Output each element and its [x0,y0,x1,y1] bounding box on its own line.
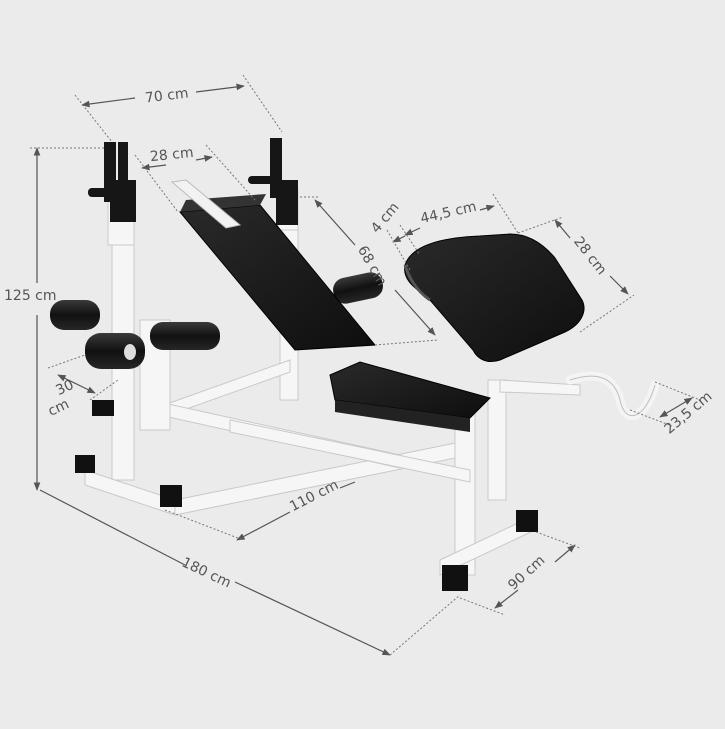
curl-bar [565,371,660,421]
leg-rollers [50,272,383,369]
seat-pad [329,361,491,419]
dimension-lines [33,83,693,656]
steel-frame [84,189,581,576]
dim-total-height: 125 cm [4,288,57,304]
extension-lines [30,74,701,656]
arm-curl-pad [403,233,585,363]
rack-posts [88,138,298,225]
rubber-feet [75,400,538,591]
